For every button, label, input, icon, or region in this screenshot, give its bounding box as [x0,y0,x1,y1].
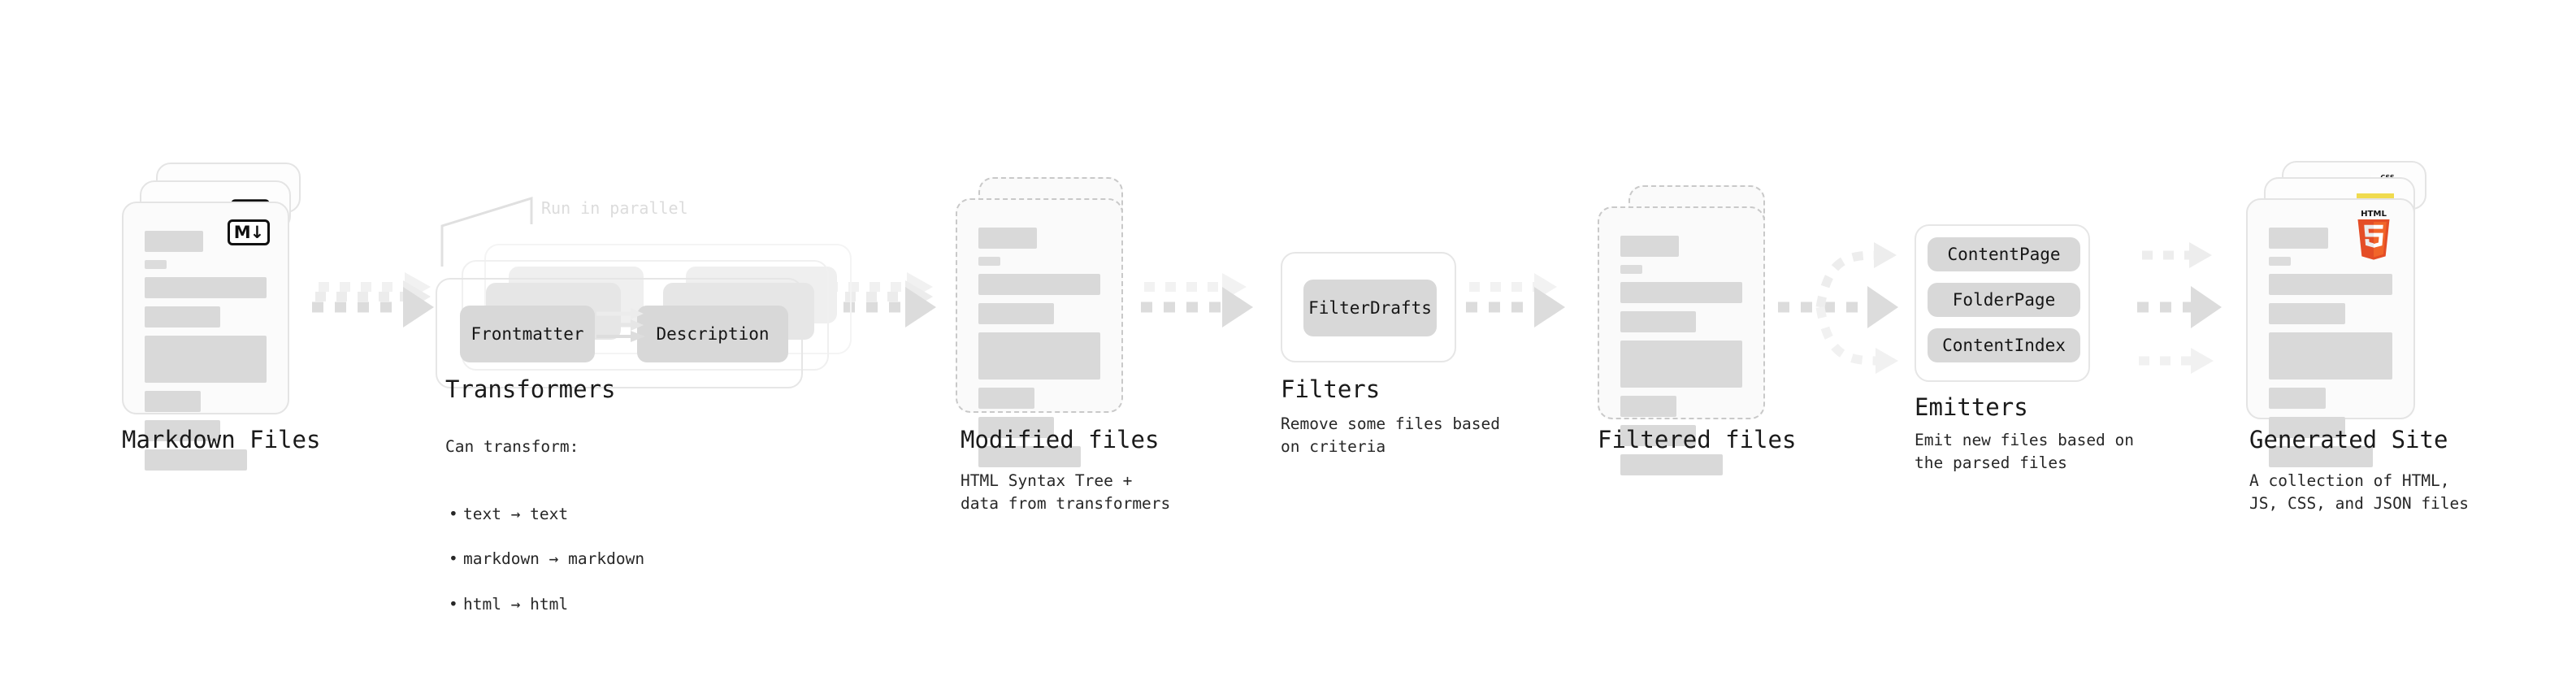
skeleton-line [1620,311,1696,332]
file-card-front[interactable] [1598,206,1765,475]
stage-label-generated-site: Generated Site [2249,426,2448,453]
stage-label-markdown-files: Markdown Files [122,426,321,453]
skeleton-line [2269,417,2346,438]
plugin-pill-frontmatter[interactable]: Frontmatter [460,306,595,362]
skeleton-line [1620,282,1742,303]
skeleton-line [145,306,220,327]
parallel-brace [440,196,533,267]
skeleton-line [2269,257,2292,266]
plugin-pill-folderpage[interactable]: FolderPage [1928,283,2080,317]
skeleton-line [978,228,1037,249]
skeleton-line [978,417,1054,438]
stage-label-transformers: Transformers [445,375,616,403]
plugin-pill-filterdrafts[interactable]: FilterDrafts [1303,280,1437,336]
html5-icon: HTML [2357,210,2390,260]
skeleton-line [1620,236,1679,257]
transformers-body-lead: Can transform: [445,436,579,456]
file-skeleton-content [145,231,267,471]
stage-body-emitters: Emit new files based on the parsed files [1915,431,2135,472]
capability-item: markdown → markdown [449,548,787,570]
arrow-filters-to-filtered [1466,273,1565,327]
file-card-front[interactable]: HTML [2246,198,2415,467]
skeleton-line [145,449,247,471]
stage-markdown-files: M↓ M↓ M↓ [122,163,301,471]
skeleton-line [978,274,1100,295]
stage-filtered-files [1598,185,1776,475]
skeleton-line [145,391,201,412]
skeleton-line [2269,446,2373,467]
skeleton-line [978,446,1081,467]
plugin-pill-contentindex[interactable]: ContentIndex [1928,328,2080,362]
skeleton-line [145,420,220,441]
skeleton-line [145,336,267,383]
file-card-front[interactable] [956,198,1123,467]
skeleton-line [1620,454,1723,475]
modified-file-stack [956,177,1134,467]
stage-label-emitters: Emitters [1915,393,2028,421]
file-skeleton-content [1620,236,1742,475]
filtered-file-stack [1598,185,1776,475]
markdown-icon: M↓ [228,219,270,245]
skeleton-line [2269,228,2328,249]
inner-connector-layer [596,308,645,342]
markdown-file-stack: M↓ M↓ M↓ [122,163,301,471]
arrow-filtered-to-emitters [1778,242,1898,374]
stage-label-modified-files: Modified files [961,426,1160,453]
arrow-emitters-to-site [2137,242,2222,374]
file-skeleton-content [978,228,1100,467]
svg-text:HTML: HTML [2361,210,2387,219]
skeleton-line [145,277,267,298]
transformers-capability-list: text → text markdown → markdown html → h… [445,480,787,638]
skeleton-line [978,388,1034,409]
skeleton-line [145,231,203,252]
transformer-frame: Frontmatter Description [436,278,803,388]
arrow-markdown-to-transformers [312,272,434,327]
capability-item: html → html [449,593,787,616]
stage-label-filters: Filters [1281,375,1381,403]
stage-generated-site: CSS HTML [2246,161,2433,467]
skeleton-line [2269,303,2346,324]
plugin-pill-contentpage[interactable]: ContentPage [1928,237,2080,271]
skeleton-line [1620,340,1742,388]
skeleton-line [2269,332,2392,380]
stage-modified-files [956,177,1134,467]
stage-body-filters: Remove some files based on criteria [1281,414,1501,456]
skeleton-line [978,257,1000,266]
skeleton-line [978,303,1054,324]
capability-item: text → text [449,503,787,526]
stage-body-generated-site: A collection of HTML, JS, CSS, and JSON … [2249,471,2470,513]
filter-frame: FilterDrafts [1281,252,1456,362]
file-card-front[interactable]: M↓ [122,202,289,471]
skeleton-line [1620,265,1642,274]
skeleton-line [1620,425,1696,446]
skeleton-line [2269,274,2392,295]
file-skeleton-content [2269,228,2392,467]
stage-body-modified-files: HTML Syntax Tree + data from transformer… [961,471,1171,513]
generated-site-file-stack: CSS HTML [2246,161,2433,467]
arrow-transformers-to-modified [821,272,936,327]
plugin-pill-description[interactable]: Description [637,306,788,362]
skeleton-line [145,260,167,269]
skeleton-line [1620,396,1676,417]
emitter-frame: ContentPage FolderPage ContentIndex [1915,224,2090,382]
skeleton-line [2269,388,2326,409]
stage-label-filtered-files: Filtered files [1598,426,1797,453]
skeleton-line [978,332,1100,380]
parallel-annotation: Run in parallel [541,198,688,218]
arrow-modified-to-filters [1141,273,1253,327]
stage-body-transformers: Can transform: text → text markdown → ma… [445,413,787,661]
